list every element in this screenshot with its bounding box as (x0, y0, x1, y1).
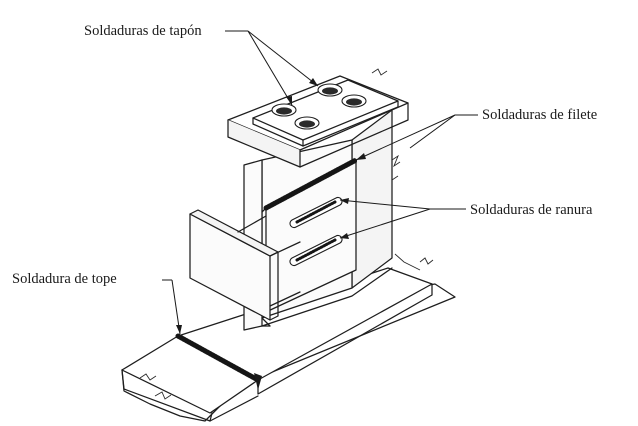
leaders (162, 30, 478, 335)
label-slot-welds: Soldaduras de ranura (470, 202, 593, 218)
label-plug-welds: Soldaduras de tapón (84, 23, 202, 39)
plug-welds (271, 83, 367, 130)
slot-weld-2 (289, 234, 343, 267)
fillet-weld (263, 157, 359, 211)
plug-weld-2 (271, 103, 297, 117)
plug-weld-4 (294, 116, 320, 130)
plug-weld-1 (317, 83, 343, 97)
label-butt-weld: Soldadura de tope (12, 271, 117, 287)
slot-weld-1 (289, 196, 343, 229)
end-plate (189, 209, 301, 321)
top-plate (227, 68, 409, 168)
slot-welds (289, 196, 343, 267)
label-fillet-welds: Soldaduras de filete (482, 107, 598, 123)
plug-weld-3 (341, 94, 367, 108)
butt-weld (175, 333, 262, 390)
